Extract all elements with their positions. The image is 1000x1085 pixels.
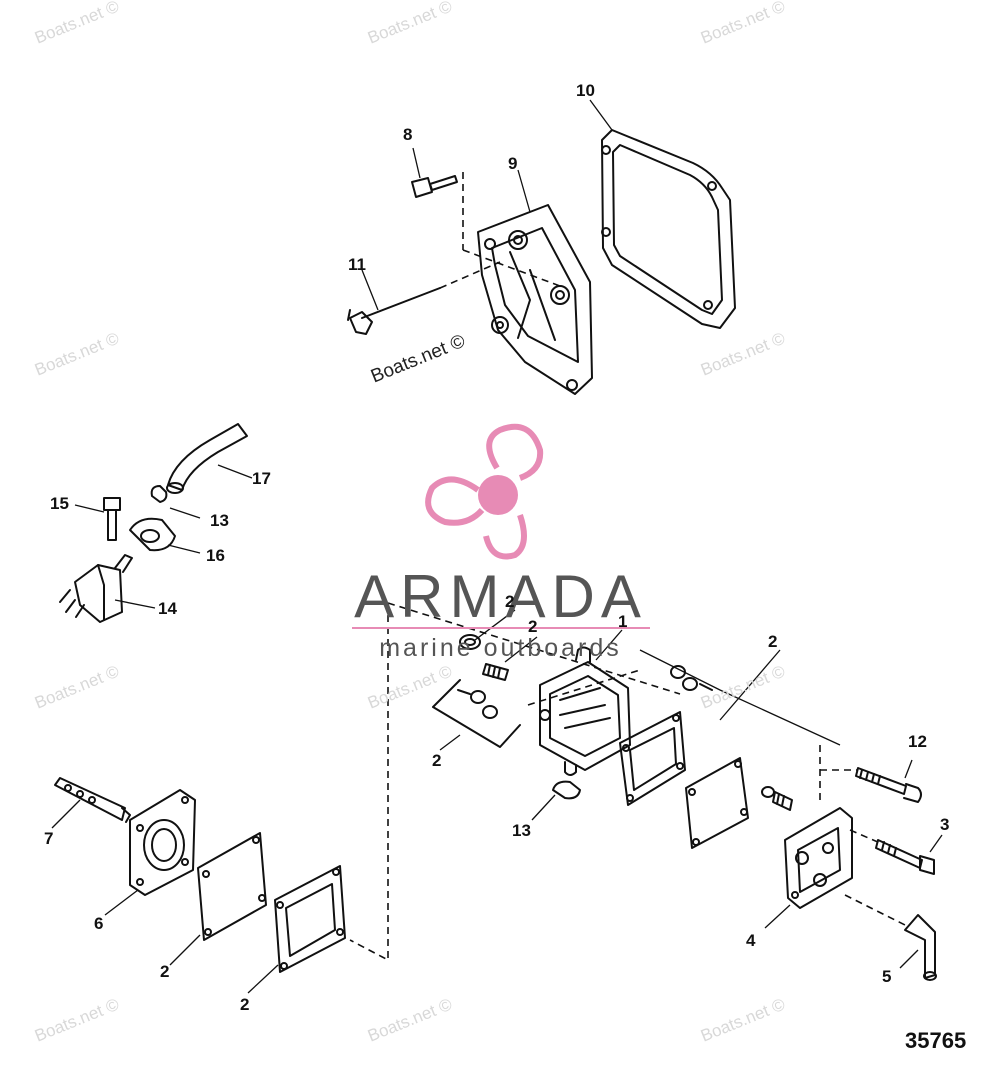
brand-name: ARMADA bbox=[354, 563, 647, 630]
callout-2-upper-left: 2 bbox=[505, 592, 515, 611]
part-11-link-rod bbox=[347, 287, 441, 335]
part-2-diaphragm bbox=[685, 757, 749, 849]
part-5-elbow-fitting bbox=[904, 914, 937, 981]
part-3-screw bbox=[875, 839, 935, 875]
callout-8: 8 bbox=[403, 125, 413, 144]
part-2-spring-upper bbox=[482, 663, 509, 681]
part-16-grommet bbox=[129, 517, 176, 552]
armada-propeller-logo-icon bbox=[425, 423, 544, 560]
callout-16: 16 bbox=[206, 546, 225, 565]
part-2-gasket-middle bbox=[619, 711, 686, 806]
part-2-gasket-lower bbox=[274, 865, 346, 973]
callout-14: 14 bbox=[158, 599, 177, 618]
brand-tagline: marine outboards bbox=[379, 634, 622, 662]
callout-5: 5 bbox=[882, 967, 892, 986]
part-1-pump-body bbox=[539, 646, 631, 776]
part-2-springs-right bbox=[761, 786, 793, 811]
part-13-clamp-lower bbox=[552, 780, 581, 800]
callout-7: 7 bbox=[44, 829, 54, 848]
callout-9: 9 bbox=[508, 154, 518, 173]
figure-number: 35765 bbox=[905, 1028, 967, 1053]
callout-3: 3 bbox=[940, 815, 950, 834]
part-6-mounting-flange bbox=[129, 789, 196, 896]
part-14-primer-bulb bbox=[59, 554, 133, 623]
part-4-end-cover bbox=[784, 807, 853, 909]
callout-2-lower-b: 2 bbox=[240, 995, 250, 1014]
brand-divider bbox=[352, 627, 650, 629]
part-12-long-bolt bbox=[855, 767, 922, 803]
callout-2-upper-mid: 2 bbox=[528, 617, 538, 636]
callout-6: 6 bbox=[94, 914, 104, 933]
part-15-bolt bbox=[103, 497, 121, 541]
callout-2-right: 2 bbox=[768, 632, 778, 651]
part-9-cover-plate bbox=[477, 204, 593, 395]
callout-17: 17 bbox=[252, 469, 271, 488]
callout-13-upper: 13 bbox=[210, 511, 229, 530]
part-2-diaphragm-lower bbox=[197, 832, 267, 941]
part-2-valve-set-right bbox=[670, 665, 713, 691]
callout-12: 12 bbox=[908, 732, 927, 751]
armada-propeller-hub-icon bbox=[478, 475, 518, 515]
callout-1: 1 bbox=[618, 612, 628, 631]
part-2-seal-upper bbox=[459, 634, 481, 650]
callout-10: 10 bbox=[576, 81, 595, 100]
callout-4: 4 bbox=[746, 931, 756, 950]
callout-2-lower-a: 2 bbox=[160, 962, 170, 981]
part-10-gasket bbox=[601, 129, 736, 329]
callout-15: 15 bbox=[50, 494, 69, 513]
part-13-clamp-upper bbox=[150, 485, 168, 503]
part-8-screw bbox=[411, 175, 458, 198]
callout-2-left: 2 bbox=[432, 751, 442, 770]
part-7-bracket bbox=[54, 777, 131, 823]
callout-13-lower: 13 bbox=[512, 821, 531, 840]
part-17-hose bbox=[166, 423, 248, 494]
part-2-valve-set-left bbox=[432, 679, 521, 748]
callout-11: 11 bbox=[348, 255, 366, 274]
